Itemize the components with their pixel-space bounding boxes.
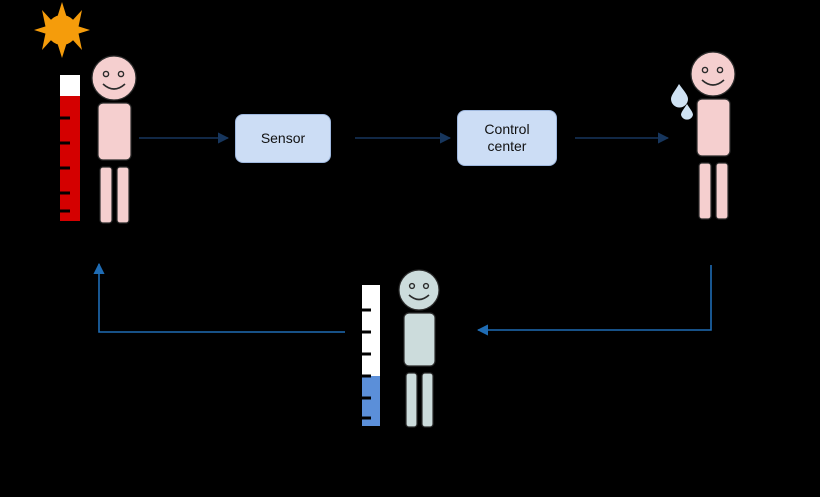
sweat-drop-icon	[671, 84, 693, 120]
sun-icon	[34, 2, 90, 58]
cooled-person-figure	[398, 269, 440, 428]
sweating-person-figure	[671, 51, 736, 220]
node-sensor-label: Sensor	[260, 129, 306, 146]
node-control-center[interactable]: Control center	[457, 110, 557, 166]
hot-person-figure	[91, 55, 137, 224]
hot-thermometer	[58, 73, 82, 223]
node-control-center-label: Control center	[484, 120, 530, 155]
connector-effector-to-response	[476, 265, 712, 336]
node-sensor[interactable]: Sensor	[235, 114, 331, 163]
cold-thermometer	[360, 283, 382, 428]
connector-response-to-stimulus	[93, 262, 345, 333]
